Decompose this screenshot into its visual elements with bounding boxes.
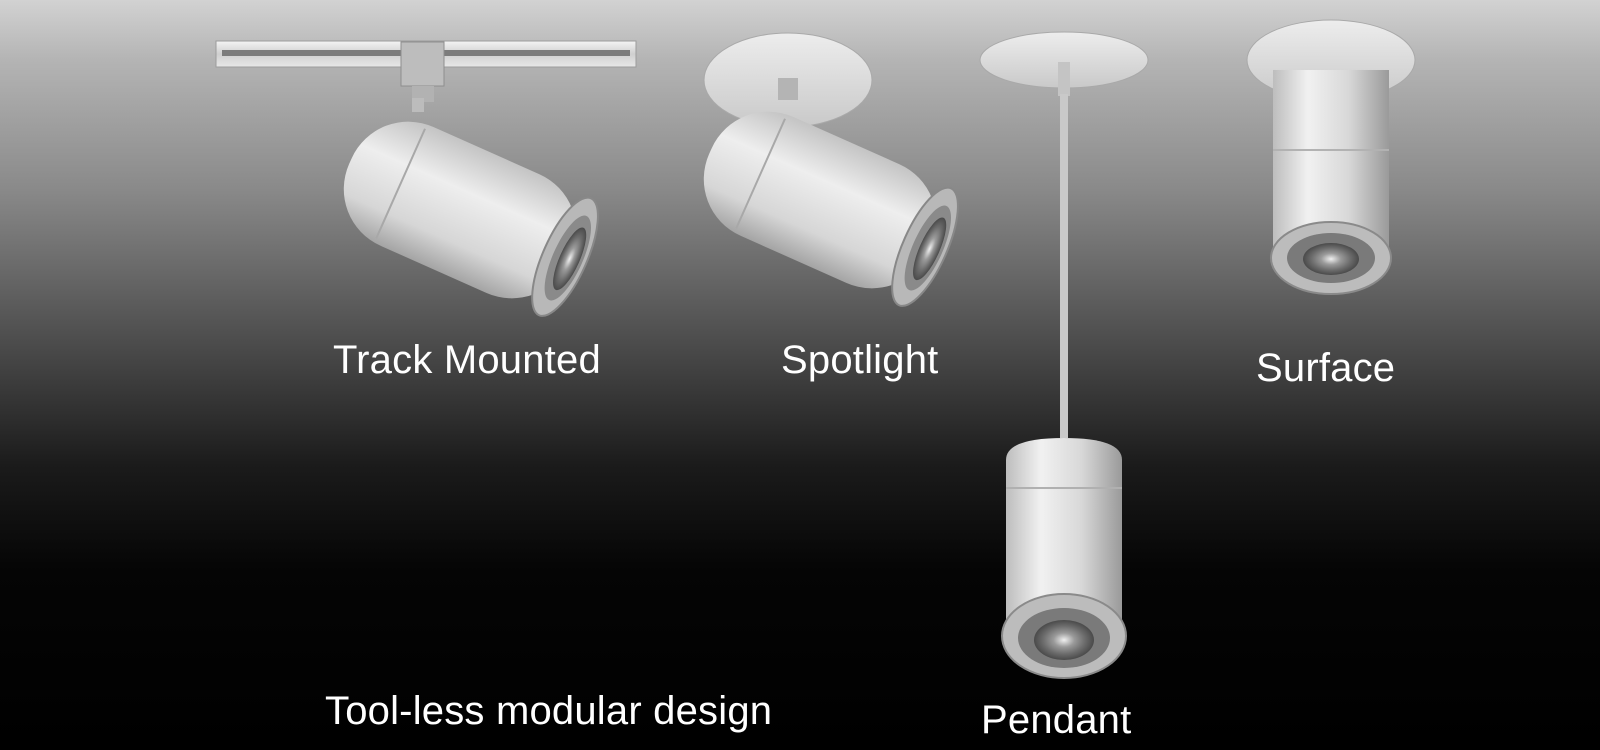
tagline: Tool-less modular design: [325, 689, 773, 733]
label-track-mounted: Track Mounted: [333, 338, 601, 382]
spotlight-fixture: [703, 32, 959, 307]
spot-body: [343, 121, 577, 299]
lens: [913, 217, 947, 281]
pendant-body: [1006, 438, 1122, 632]
spot-body: [703, 111, 937, 289]
label-pendant: Pendant: [981, 698, 1132, 742]
track-mounted-fixture: [215, 40, 637, 317]
pendant-rod: [1060, 94, 1068, 438]
pendant-fixture: [979, 31, 1149, 679]
lens: [1034, 620, 1094, 660]
label-surface: Surface: [1256, 346, 1396, 390]
surface-fixture: [1246, 19, 1416, 295]
lens: [1303, 243, 1359, 275]
label-spotlight: Spotlight: [781, 338, 939, 382]
track-adapter: [400, 41, 445, 87]
lens: [553, 227, 587, 291]
